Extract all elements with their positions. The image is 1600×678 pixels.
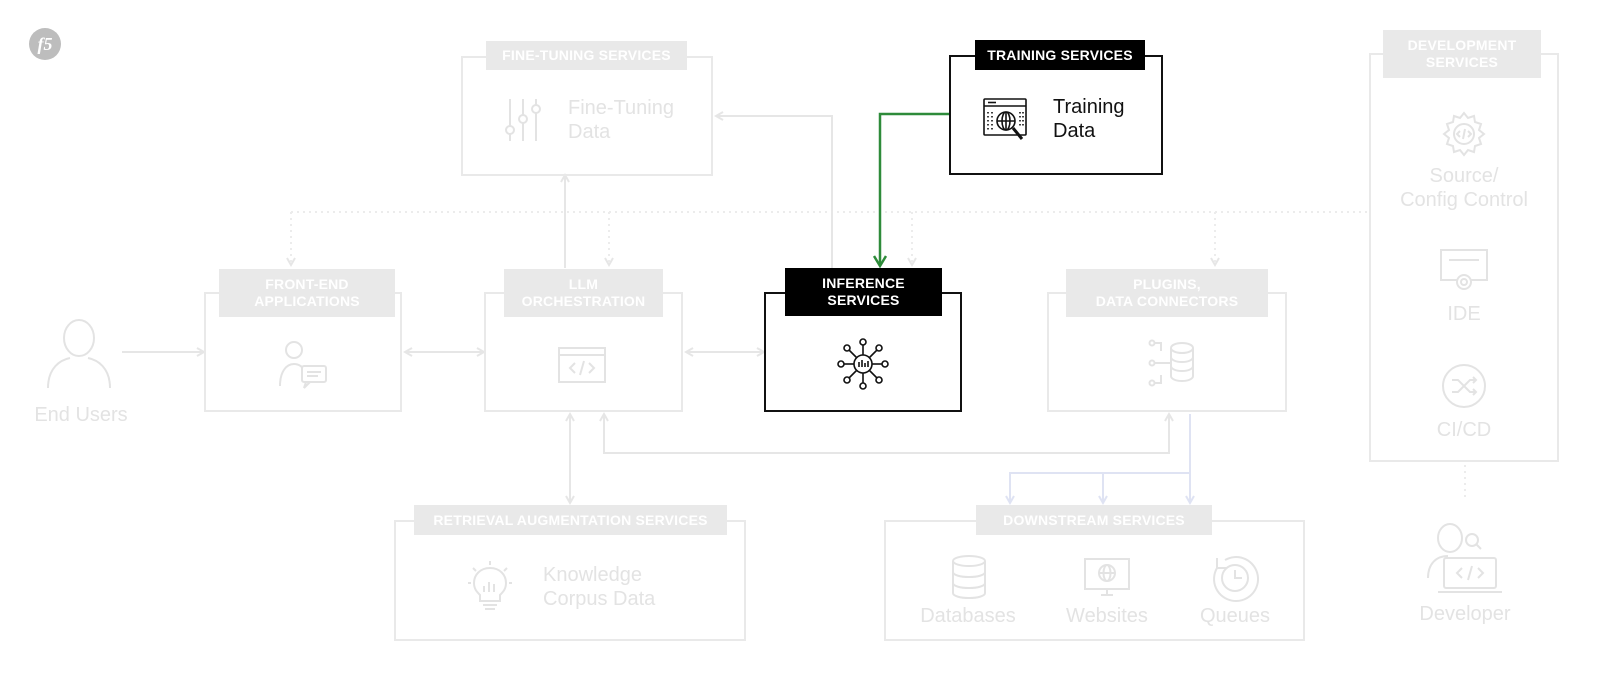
- data-search-icon: [982, 97, 1030, 145]
- user-chat-icon: [278, 340, 330, 390]
- lightbulb-chart-icon: [464, 560, 516, 612]
- database-icon: [950, 554, 988, 600]
- end-users-label: End Users: [34, 404, 128, 426]
- llm-orchestration-header: LLM ORCHESTRATION: [504, 269, 663, 317]
- development-services-header: DEVELOPMENT SERVICES: [1383, 30, 1541, 78]
- developer-laptop-icon: [1426, 522, 1504, 596]
- training-services-header: TRAINING SERVICES: [975, 40, 1145, 70]
- shuffle-icon: [1440, 362, 1488, 410]
- clock-refresh-icon: [1209, 552, 1261, 604]
- ci-cd-label: CI/CD: [1436, 419, 1492, 441]
- ide-label: IDE: [1447, 303, 1481, 325]
- training-to-inference-arrow: [880, 112, 950, 266]
- plugins-data-connectors-header: PLUGINS, DATA CONNECTORS: [1066, 269, 1268, 317]
- training-data-label: Training Data: [1053, 96, 1125, 142]
- websites-label: Websites: [1066, 605, 1148, 627]
- f5-logo-mark: f5: [29, 28, 61, 60]
- sliders-icon: [503, 97, 543, 143]
- f5-logo: f5: [27, 26, 63, 62]
- front-end-applications-header: FRONT-END APPLICATIONS: [219, 269, 395, 317]
- f5-logo-text: f5: [38, 34, 53, 54]
- inference-services-header: INFERENCE SERVICES: [785, 268, 942, 316]
- ai-network-icon: [836, 337, 890, 391]
- downstream-services-header: DOWNSTREAM SERVICES: [976, 505, 1212, 535]
- retrieval-augmentation-header: RETRIEVAL AUGMENTATION SERVICES: [414, 505, 727, 535]
- faded-arrows: [122, 116, 1169, 503]
- person-icon: [45, 318, 113, 390]
- fine-tuning-data-label: Fine-Tuning Data: [568, 97, 674, 143]
- globe-monitor-icon: [1083, 557, 1131, 597]
- knowledge-corpus-data-label: Knowledge Corpus Data: [543, 564, 656, 610]
- source-config-control-label: Source/ Config Control: [1400, 165, 1528, 211]
- queues-label: Queues: [1199, 605, 1271, 627]
- developer-label: Developer: [1419, 603, 1511, 625]
- fine-tuning-services-header: FINE-TUNING SERVICES: [486, 41, 687, 70]
- databases-label: Databases: [920, 605, 1016, 627]
- downstream-arrows: [1010, 414, 1190, 503]
- ide-icon: [1439, 248, 1489, 292]
- code-window-icon: [557, 346, 607, 384]
- gear-code-icon: [1440, 110, 1488, 158]
- database-connector-icon: [1148, 338, 1196, 388]
